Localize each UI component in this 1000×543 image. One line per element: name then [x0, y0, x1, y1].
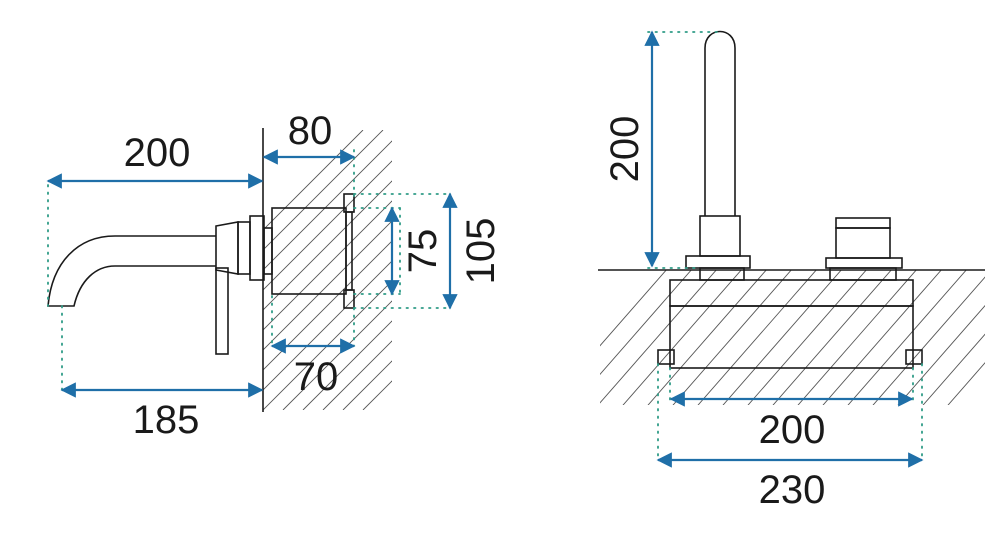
extension-lines-right	[647, 31, 923, 461]
spout-assembly	[47, 215, 265, 355]
spout-front	[685, 30, 751, 269]
dim-label-body-height-inner: 75	[401, 229, 445, 274]
dim-label-spout-reach: 185	[133, 398, 200, 442]
front-view: 200 200 230	[598, 30, 985, 512]
wall-hatching-right	[600, 270, 985, 405]
dimension-arrows-right	[644, 30, 924, 468]
concealed-body-front	[657, 267, 923, 369]
dim-label-body-height-outer: 105	[459, 218, 503, 285]
dim-label-spout-length: 200	[124, 131, 191, 175]
wall-hatching-left	[263, 130, 392, 410]
dim-label-spout-height: 200	[603, 116, 647, 183]
dim-label-wall-depth-min: 70	[294, 355, 339, 399]
concealed-body	[263, 193, 355, 309]
handle-front	[825, 217, 903, 269]
extension-lines-left	[47, 149, 451, 391]
dim-label-wall-depth-max: 80	[288, 109, 333, 153]
dim-label-overall-width: 230	[759, 468, 826, 512]
side-view: 200 185 80 70 75 105	[46, 109, 503, 442]
dimension-arrows-left	[46, 149, 458, 398]
dim-label-center-distance: 200	[759, 408, 826, 452]
